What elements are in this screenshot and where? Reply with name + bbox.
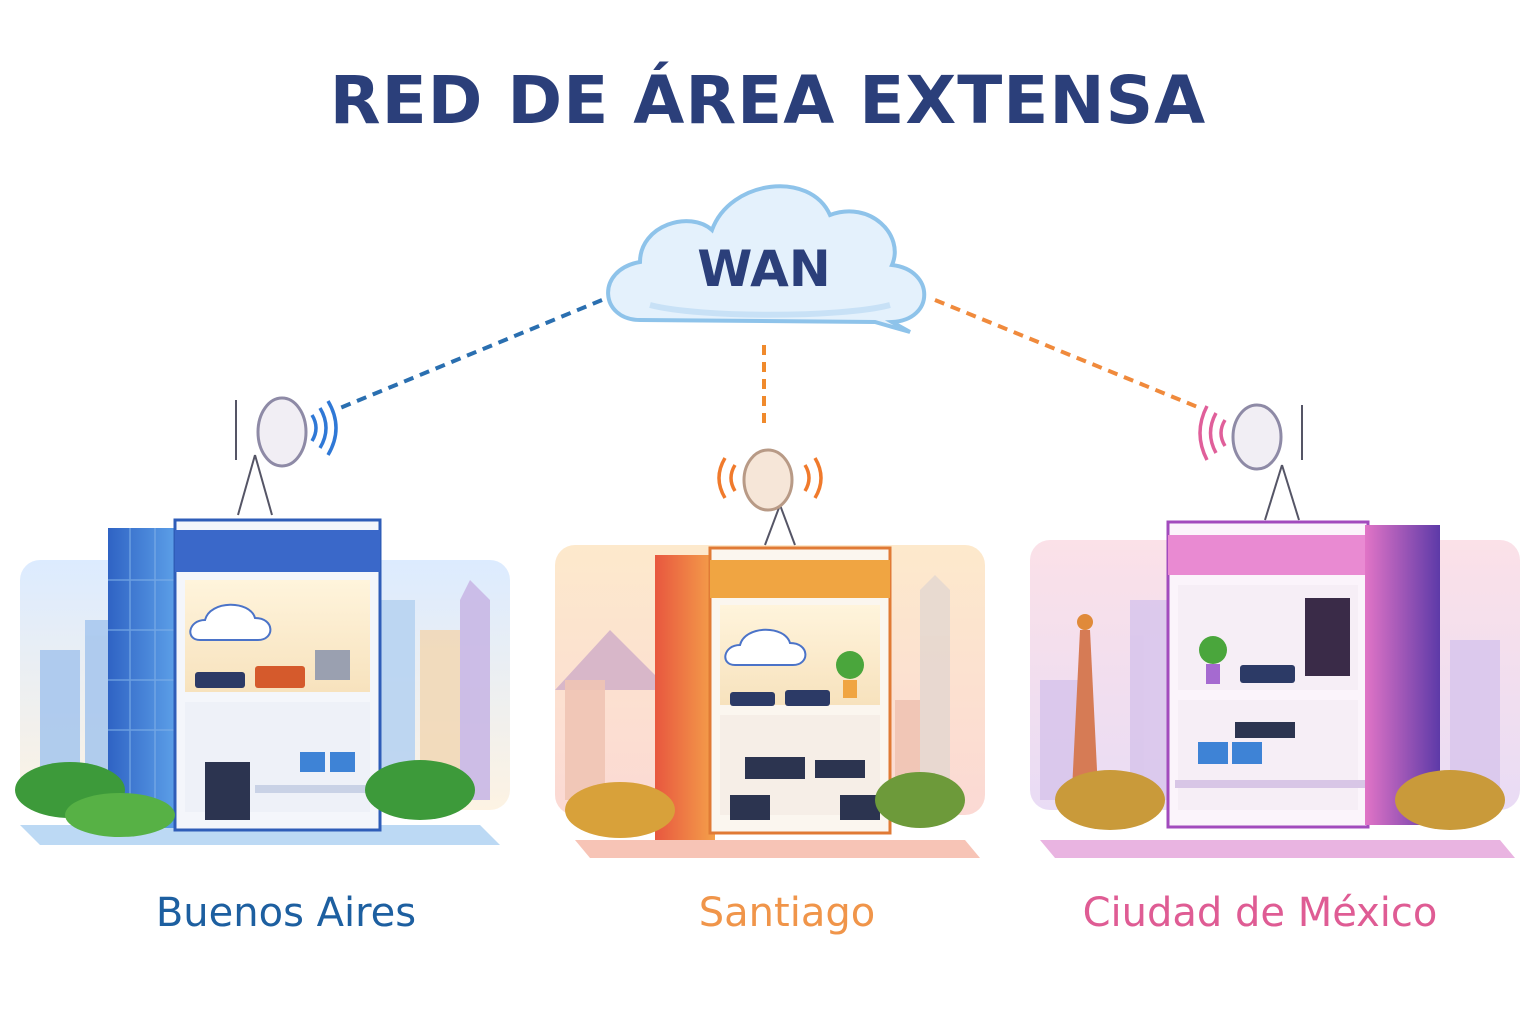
tree: [365, 760, 475, 820]
wan-cloud: WAN: [606, 184, 927, 334]
page-title: RED DE ÁREA EXTENSA: [329, 62, 1207, 139]
switch-device: [815, 760, 865, 778]
base-platform: [575, 840, 980, 858]
base-platform: [1040, 840, 1515, 858]
site-ciudad-de-mexico: [1030, 403, 1520, 858]
server-rack: [840, 795, 880, 820]
site-buenos-aires: [15, 396, 510, 845]
room-cloud-icon: [189, 603, 272, 641]
tree: [875, 772, 965, 828]
monitor: [1198, 742, 1228, 764]
signal-waves: [310, 400, 338, 456]
links: [339, 298, 1201, 430]
city-label-buenos-aires: Buenos Aires: [155, 890, 417, 936]
room-cloud-icon: [724, 628, 807, 666]
tower-side: [108, 528, 180, 828]
tree: [565, 782, 675, 838]
plant: [1199, 636, 1227, 664]
server-rack: [205, 762, 250, 820]
monument: [1072, 630, 1098, 790]
tower-side: [655, 555, 715, 840]
link-buenos-aires: [339, 298, 603, 410]
city-label-ciudad-de-mexico: Ciudad de México: [1082, 890, 1438, 936]
site-santiago: [555, 448, 985, 858]
monitor: [330, 752, 355, 772]
city-label-santiago: Santiago: [698, 890, 876, 936]
satellite-dish: [235, 400, 273, 516]
tower-header: [175, 530, 380, 572]
router-device: [785, 690, 830, 706]
router-device: [195, 672, 245, 688]
router-device: [730, 692, 775, 706]
wan-label: WAN: [697, 240, 830, 298]
monitor: [1232, 742, 1262, 764]
tower-header: [1168, 535, 1368, 575]
server-rack: [1305, 598, 1350, 676]
tree: [65, 793, 175, 837]
desk: [255, 785, 370, 793]
satellite-dish: [1264, 405, 1303, 521]
signal-waves: [717, 457, 823, 499]
switch-device: [255, 666, 305, 688]
tree: [1395, 770, 1505, 830]
server-rack: [730, 795, 770, 820]
signal-waves: [1198, 405, 1227, 461]
router-device: [1240, 665, 1295, 683]
panel-device: [315, 650, 350, 680]
tower-header: [710, 560, 890, 598]
tree: [1055, 770, 1165, 830]
monitor: [300, 752, 325, 772]
plant: [836, 651, 864, 679]
desk: [1175, 780, 1365, 788]
satellite-dish: [764, 504, 796, 546]
switch-device: [1235, 722, 1295, 738]
switch-device: [745, 757, 805, 779]
link-ciudad-de-mexico: [934, 298, 1201, 410]
